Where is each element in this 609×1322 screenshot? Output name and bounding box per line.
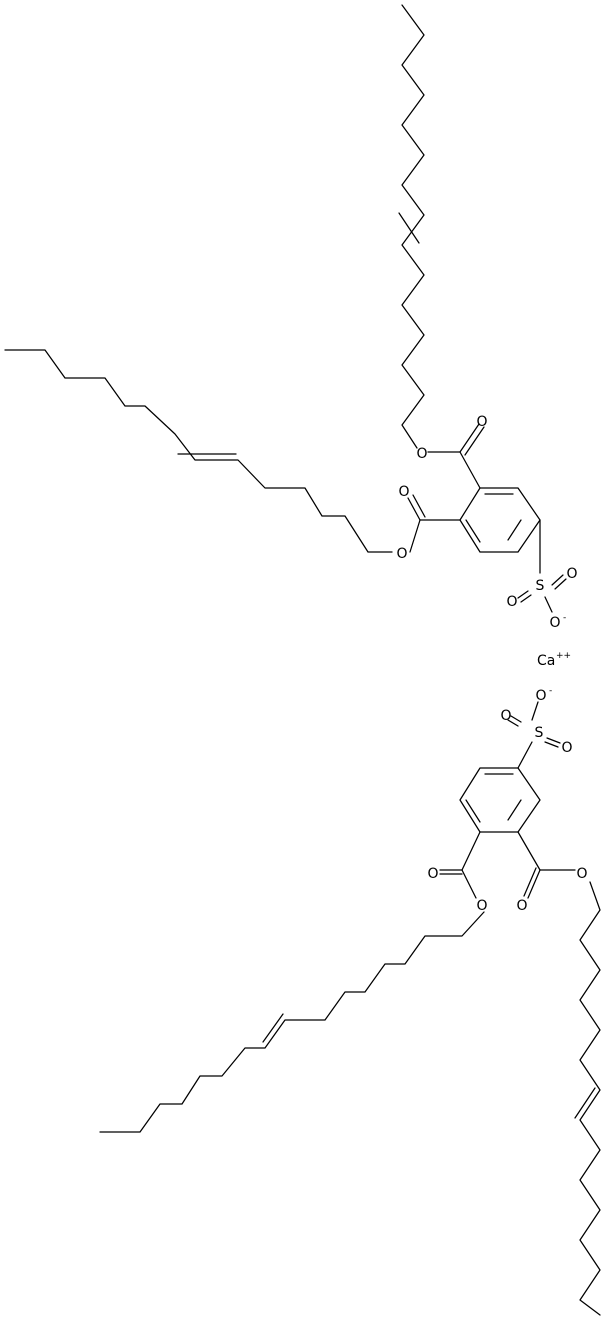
upper-alkenyl-chain-vertical bbox=[398, 4, 425, 449]
upper-ester-groups bbox=[407, 423, 485, 553]
sulfur-label: S bbox=[535, 725, 544, 741]
lower-sulfonate bbox=[507, 701, 561, 769]
oxygen-label: O bbox=[427, 866, 438, 882]
double-bond-line bbox=[262, 1013, 284, 1043]
oxygen-label: O bbox=[398, 484, 409, 500]
oxygen-label: O bbox=[561, 740, 572, 756]
cation-label: Ca bbox=[537, 653, 555, 669]
oxygen-label: O bbox=[566, 566, 577, 582]
oxygen-label: O bbox=[476, 414, 487, 430]
atom-labels: O O O O S O O O - Ca ++ O - O S O O O O … bbox=[396, 414, 587, 914]
oxygen-label: O bbox=[506, 594, 517, 610]
double-bond-line bbox=[574, 1087, 596, 1119]
upper-alkenyl-chain-horizontal bbox=[4, 349, 393, 553]
oxygen-label: O bbox=[516, 898, 527, 914]
oxygen-label: O bbox=[476, 898, 487, 914]
oxygen-label: O bbox=[535, 688, 546, 704]
oxygen-label: O bbox=[416, 446, 427, 462]
negative-charge: - bbox=[549, 686, 552, 696]
upper-benzene-ring bbox=[459, 487, 541, 553]
lower-alkenyl-chain-vertical bbox=[574, 881, 601, 1316]
oxygen-label: O bbox=[396, 546, 407, 562]
double-bond-line bbox=[398, 212, 420, 244]
lower-benzene-ring bbox=[459, 767, 541, 833]
lower-alkenyl-chain-horizontal bbox=[99, 911, 485, 1133]
cation-charge: ++ bbox=[556, 651, 571, 661]
negative-charge: - bbox=[563, 613, 566, 623]
oxygen-label: O bbox=[500, 708, 511, 724]
lower-ester-groups bbox=[439, 831, 576, 899]
oxygen-label: O bbox=[576, 866, 587, 882]
sulfur-label: S bbox=[536, 578, 545, 594]
upper-sulfonate bbox=[517, 519, 567, 613]
oxygen-label: O bbox=[549, 615, 560, 631]
